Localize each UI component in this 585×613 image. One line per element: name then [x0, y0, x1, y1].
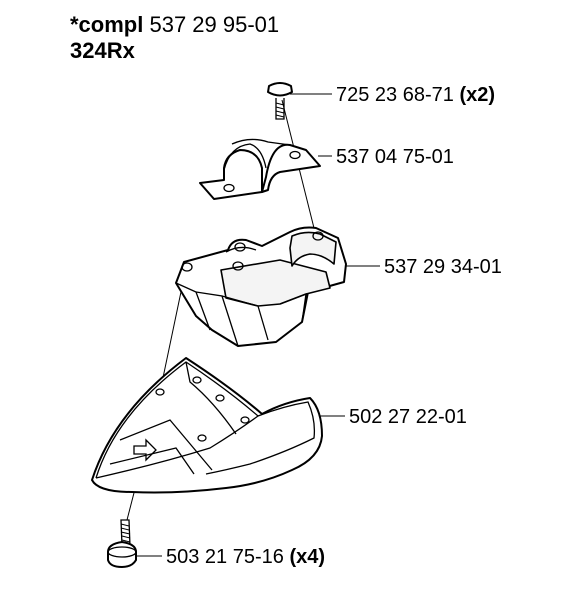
diagram-header: *compl 537 29 95-01 324Rx — [70, 12, 279, 64]
part-number: 537 29 34-01 — [384, 256, 502, 278]
part-number: 537 04 75-01 — [336, 146, 454, 168]
compl-number: 537 29 95-01 — [143, 12, 280, 37]
part-label-clamp: 537 04 75-01 — [336, 146, 454, 168]
guard-icon — [91, 357, 323, 494]
part-quantity: (x2) — [459, 84, 496, 106]
bracket-icon — [175, 226, 347, 347]
compl-prefix: *compl — [70, 12, 144, 37]
bottom-screw-icon — [107, 519, 137, 568]
model-name: 324Rx — [70, 38, 135, 63]
part-label-bottom-screw: 503 21 75-16 (x4) — [166, 546, 325, 568]
compl-line: *compl 537 29 95-01 — [70, 12, 279, 38]
part-label-guard: 502 27 22-01 — [349, 406, 467, 428]
part-quantity: (x4) — [289, 546, 326, 568]
clamp-icon — [199, 138, 321, 200]
part-number: 502 27 22-01 — [349, 406, 467, 428]
part-number: 503 21 75-16 — [166, 546, 284, 568]
part-number: 725 23 68-71 — [336, 84, 454, 106]
part-label-top-screw: 725 23 68-71 (x2) — [336, 84, 495, 106]
part-label-bracket: 537 29 34-01 — [384, 256, 502, 278]
top-screw-icon — [267, 82, 293, 120]
